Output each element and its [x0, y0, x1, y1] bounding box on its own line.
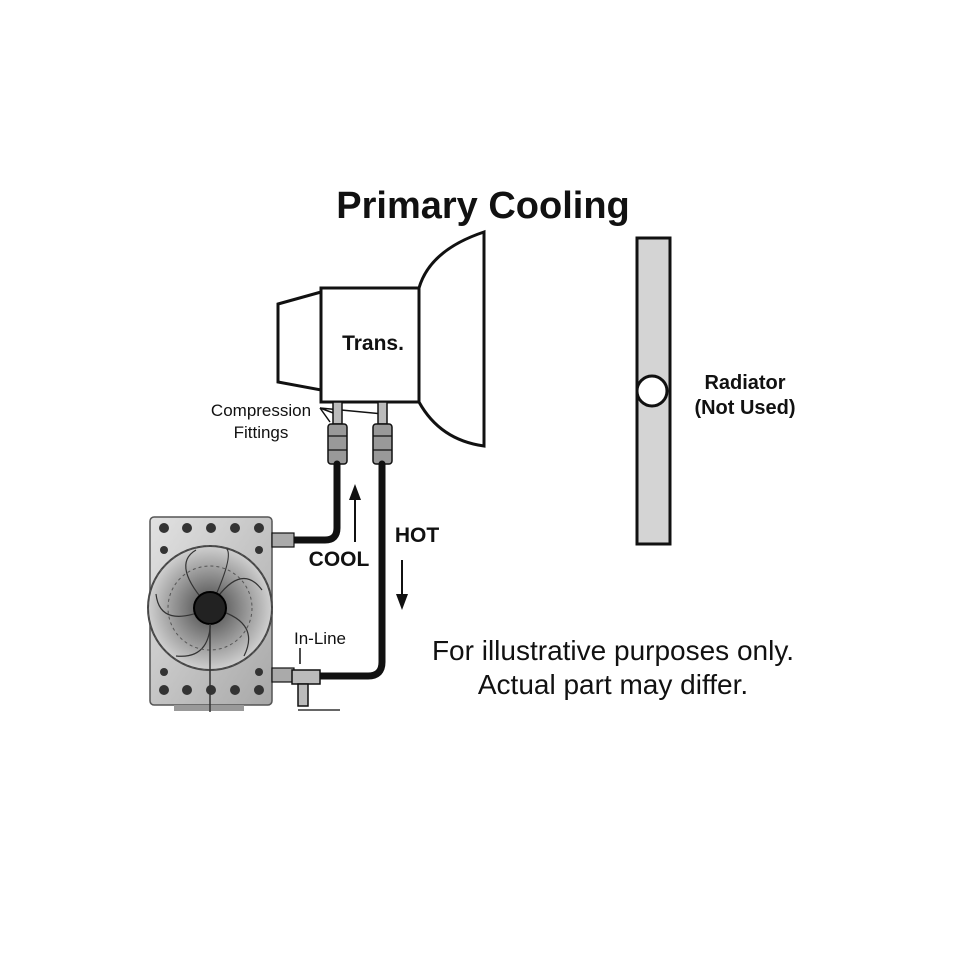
- cool-label: COOL: [309, 548, 370, 571]
- fittings-label: Compression: [211, 401, 311, 420]
- radiator-not-used-label: (Not Used): [694, 397, 795, 419]
- diagram-title: Primary Cooling: [336, 185, 630, 227]
- inline-body: [291, 669, 321, 685]
- radiator-label: Radiator: [704, 372, 785, 394]
- disclaimer-line-2: Actual part may differ.: [478, 669, 748, 700]
- disclaimer-line-1: For illustrative purposes only.: [432, 635, 794, 666]
- cooler-bracket: [174, 705, 244, 711]
- cool-hose: [288, 460, 341, 544]
- inline-fitting: [291, 648, 340, 711]
- cooler-port-bottom: [271, 667, 295, 683]
- inline-label: In-Line: [294, 629, 346, 648]
- fitting-hot-stem: [377, 401, 388, 425]
- mounting-holes: [159, 523, 264, 695]
- fan-guard-ring-2: [167, 565, 253, 651]
- radiator: Radiator (Not Used): [635, 236, 796, 546]
- bell-housing: [417, 229, 486, 448]
- fitting-hot-nut: [372, 423, 393, 465]
- cooler-port-top: [271, 532, 295, 548]
- cool-arrow: [349, 484, 361, 542]
- hot-hose: [314, 460, 386, 680]
- fan-hub: [193, 591, 227, 625]
- transmission: Trans.: [276, 229, 486, 448]
- fitting-cool-stem: [332, 401, 343, 425]
- hot-label: HOT: [395, 524, 440, 547]
- fittings-leader: [319, 407, 384, 423]
- transmission-cooler: [147, 516, 295, 712]
- radiator-port: [635, 374, 669, 408]
- tail-housing: [276, 290, 323, 392]
- compression-fittings: [327, 401, 393, 465]
- hot-arrow: [396, 560, 408, 610]
- inline-tee: [297, 683, 309, 707]
- fitting-cool-nut: [327, 423, 348, 465]
- transmission-label: Trans.: [342, 332, 404, 355]
- fittings-label-2: Fittings: [234, 423, 289, 442]
